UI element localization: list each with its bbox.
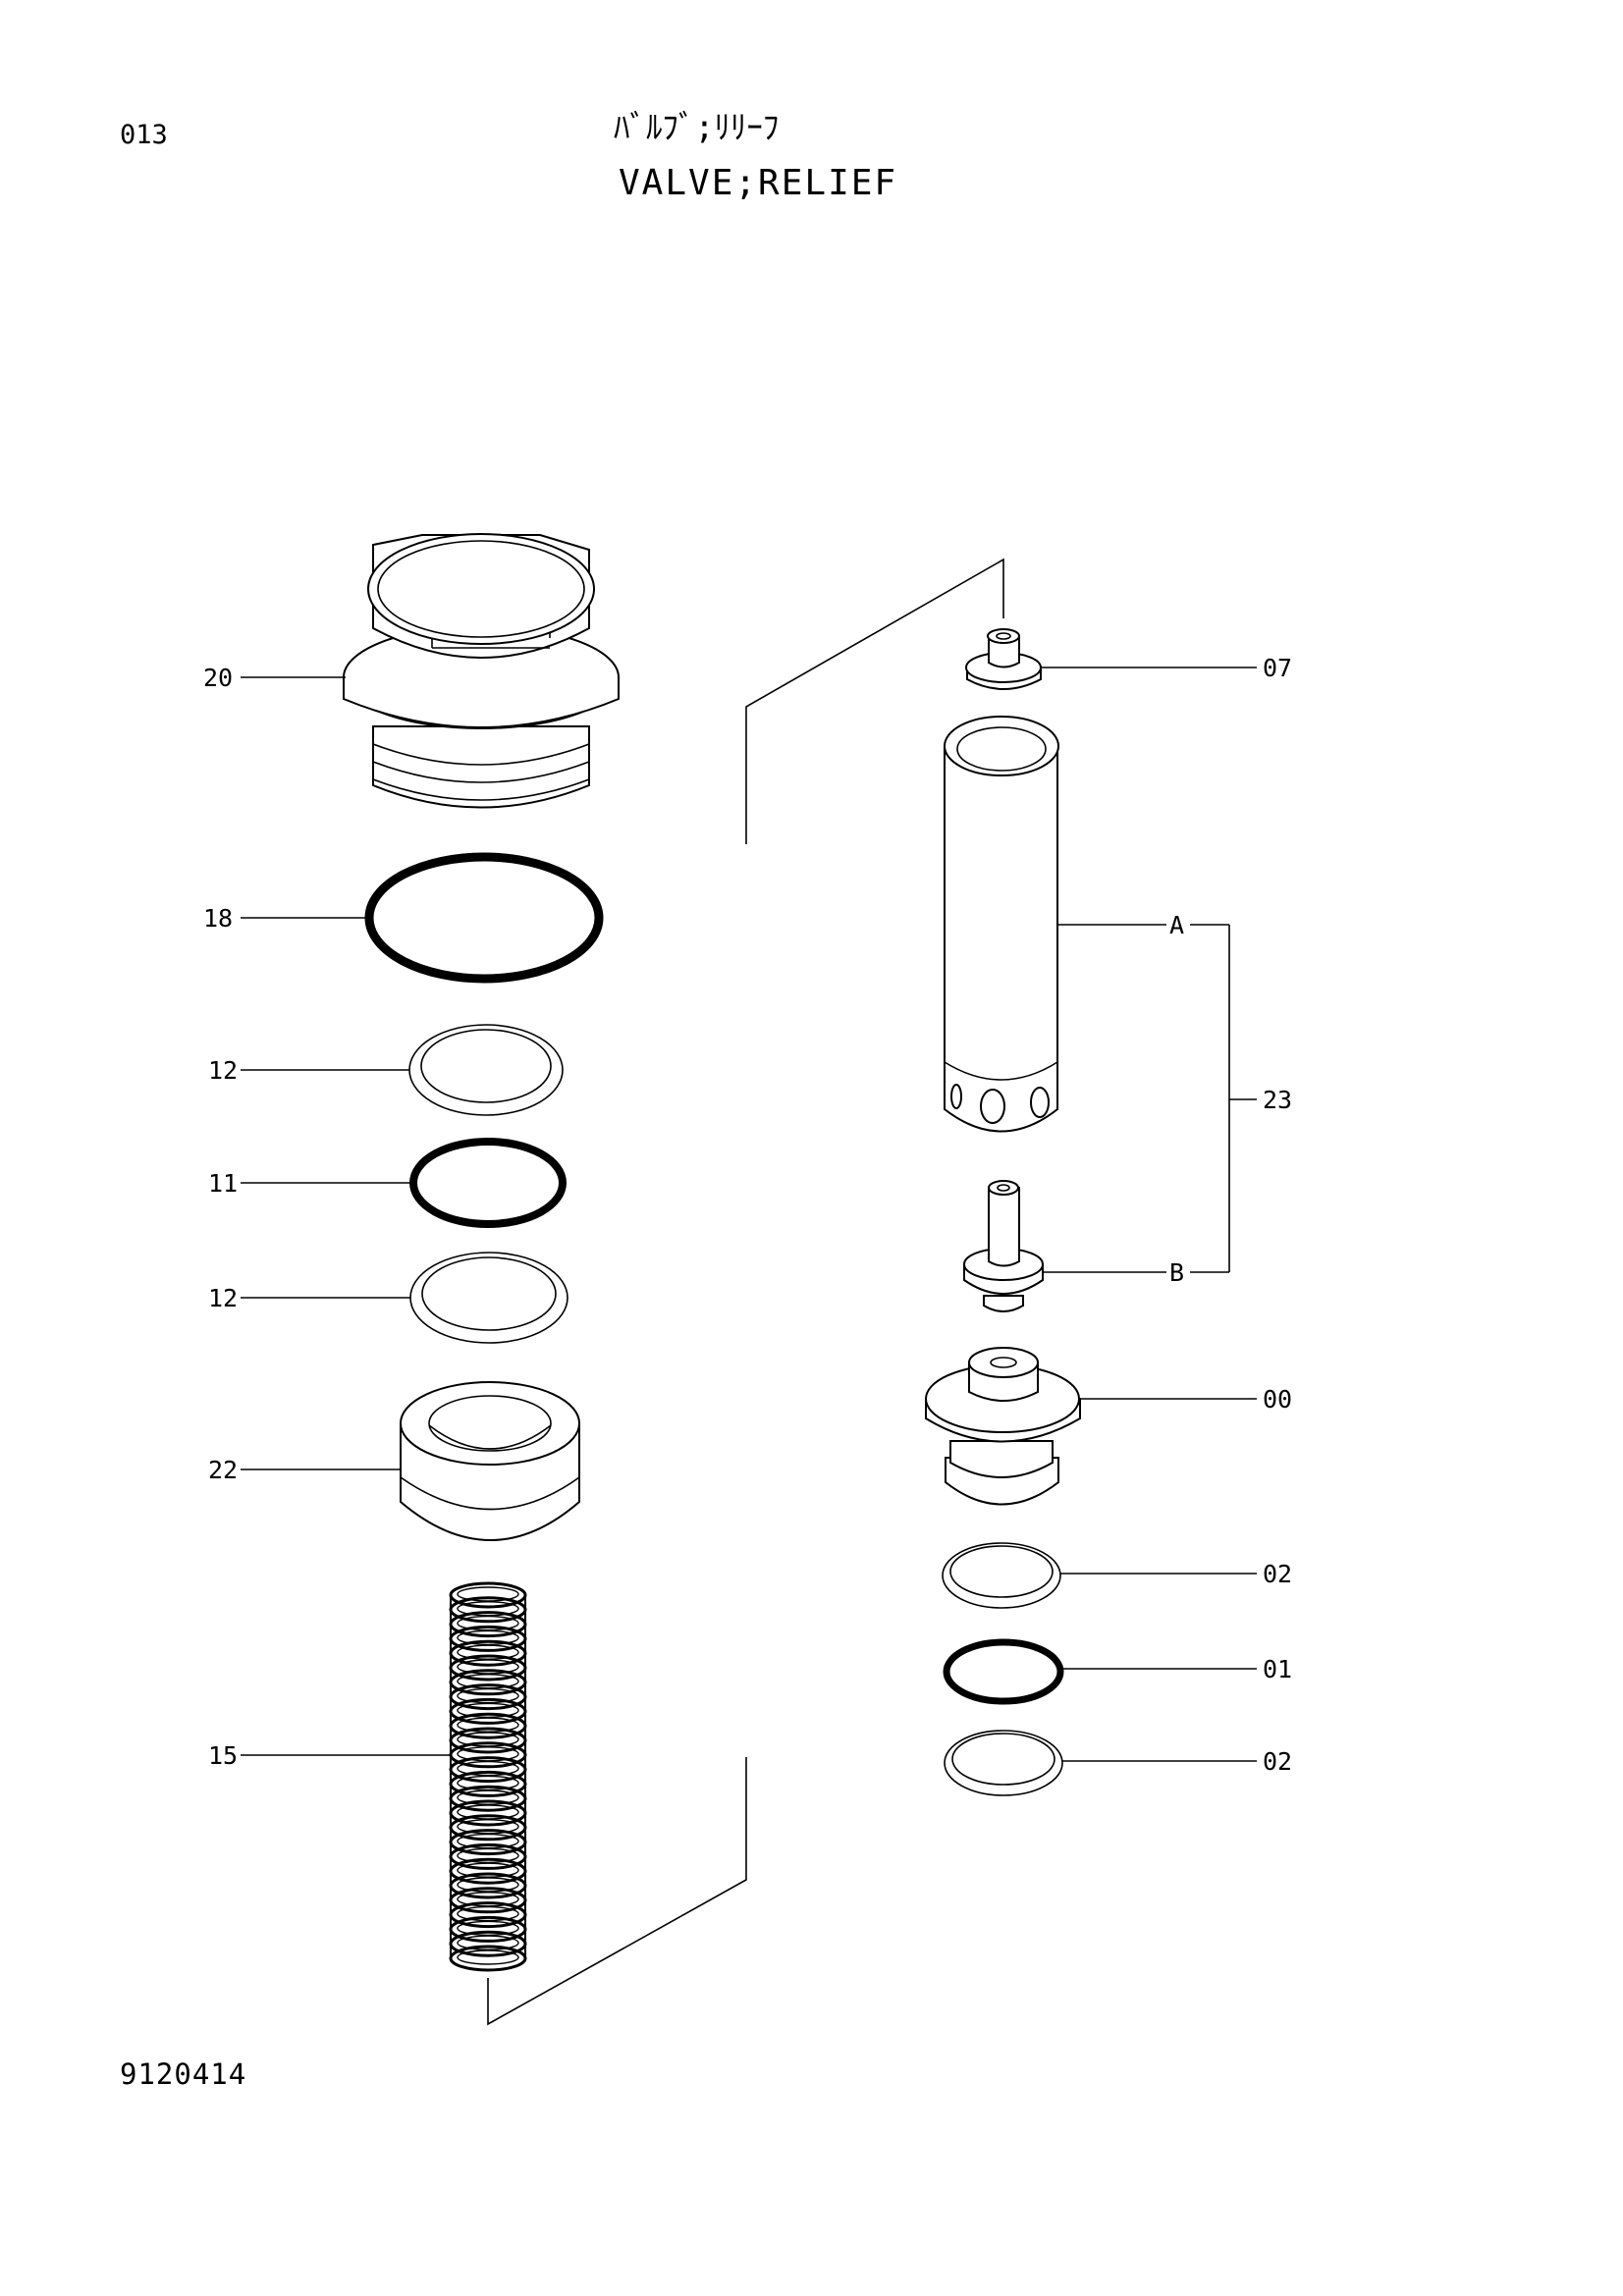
part-12-backup-ring-upper xyxy=(408,1024,564,1116)
part-07-cap xyxy=(965,628,1042,690)
page-number: 013 xyxy=(120,120,168,150)
callout-20: 20 xyxy=(203,664,233,692)
part-02-backup-ring-upper xyxy=(942,1542,1061,1609)
drawing-id: 9120414 xyxy=(120,2057,247,2091)
part-15-spring xyxy=(449,1581,527,1972)
callout-07: 07 xyxy=(1263,654,1292,682)
callout-12-upper: 12 xyxy=(208,1056,238,1085)
title-japanese: ﾊﾞﾙﾌﾞ;ﾘﾘｰﾌ xyxy=(614,108,780,146)
callout-18: 18 xyxy=(203,904,233,933)
part-11-o-ring xyxy=(409,1138,567,1228)
part-01-o-ring xyxy=(943,1638,1064,1705)
callout-02-lower: 02 xyxy=(1263,1747,1292,1776)
part-00-seat xyxy=(925,1347,1081,1506)
part-20-plug xyxy=(343,533,620,809)
callout-22: 22 xyxy=(208,1456,238,1484)
callout-23: 23 xyxy=(1263,1086,1292,1114)
callout-02-upper: 02 xyxy=(1263,1560,1292,1588)
part-18-o-ring xyxy=(364,852,604,984)
callout-00: 00 xyxy=(1263,1385,1292,1414)
callout-a: A xyxy=(1169,911,1184,939)
callout-01: 01 xyxy=(1263,1655,1292,1683)
part-02-backup-ring-lower xyxy=(944,1730,1063,1796)
leader-lines xyxy=(241,667,1257,1762)
callout-b: B xyxy=(1169,1258,1184,1287)
part-a-sleeve xyxy=(944,716,1059,1133)
part-b-poppet xyxy=(963,1180,1044,1312)
callout-11: 11 xyxy=(208,1169,238,1198)
part-22-collar xyxy=(400,1381,580,1541)
part-12-backup-ring-lower xyxy=(409,1252,568,1344)
assembly-centerlines xyxy=(487,558,1004,2026)
title-english: VALVE;RELIEF xyxy=(619,163,898,203)
callout-12-lower: 12 xyxy=(208,1284,238,1312)
callout-15: 15 xyxy=(208,1741,238,1770)
